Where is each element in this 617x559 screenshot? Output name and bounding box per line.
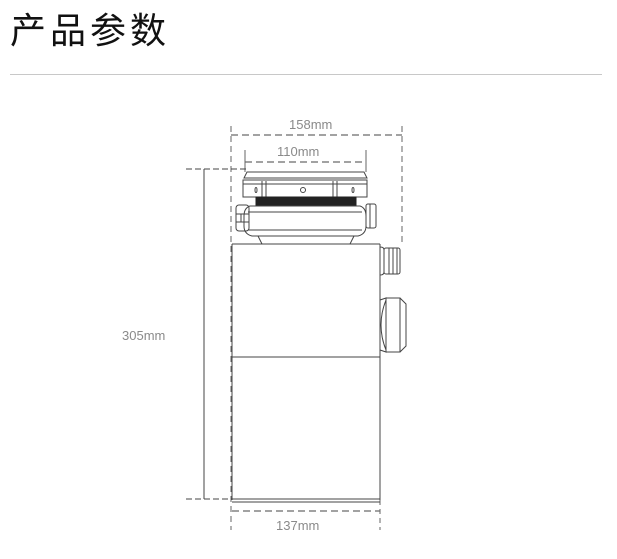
dimension-height: 305mm (122, 328, 166, 343)
title-divider (10, 74, 602, 75)
dimension-top-width: 158mm (289, 117, 333, 132)
dimension-inlet-width: 110mm (277, 144, 320, 159)
page-title: 产品参数 (10, 11, 171, 52)
dimension-body-width: 137mm (276, 518, 320, 533)
